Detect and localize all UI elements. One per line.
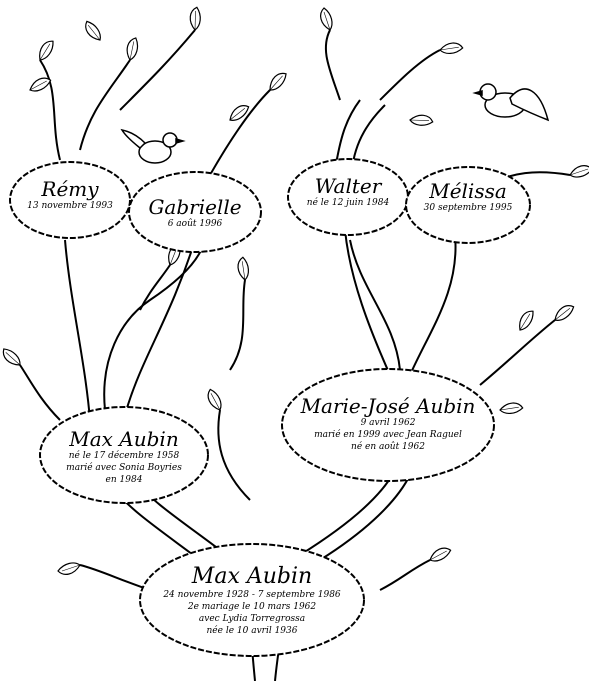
- bird-icon: [120, 128, 186, 164]
- person-detail: 9 avril 1962: [360, 418, 416, 428]
- person-detail: née le 10 avril 1936: [206, 626, 298, 636]
- person-name: Marie-José Aubin: [300, 394, 476, 418]
- person-detail: né le 17 décembre 1958: [68, 451, 180, 461]
- person-detail: 2e mariage le 10 mars 1962: [187, 602, 317, 612]
- person-detail: avec Lydia Torregrossa: [198, 614, 306, 624]
- person-detail: 24 novembre 1928 - 7 septembre 1986: [163, 590, 341, 600]
- person-melissa: Mélissa 30 septembre 1995: [410, 180, 526, 214]
- bird-icon: [472, 83, 550, 122]
- person-detail: né le 12 juin 1984: [306, 198, 390, 208]
- person-gabrielle: Gabrielle 6 août 1996: [135, 196, 255, 230]
- tree-branches: [19, 29, 571, 681]
- person-detail: marié avec Sonia Boyries: [66, 463, 182, 473]
- foliage-plates: [9, 158, 531, 657]
- person-walter: Walter né le 12 juin 1984: [292, 175, 404, 209]
- person-detail: en 1984: [105, 475, 143, 485]
- person-name: Rémy: [41, 177, 99, 201]
- person-max-aubin-son: Max Aubin né le 17 décembre 1958 marié a…: [52, 428, 196, 486]
- person-detail: 13 novembre 1993: [27, 201, 113, 211]
- person-name: Gabrielle: [148, 195, 242, 219]
- person-name: Mélissa: [429, 179, 507, 203]
- person-marie-jose-aubin: Marie-José Aubin 9 avril 1962 marié en 1…: [290, 395, 486, 453]
- person-detail: 6 août 1996: [167, 219, 223, 229]
- person-max-aubin-root: Max Aubin 24 novembre 1928 - 7 septembre…: [150, 565, 354, 637]
- person-detail: né en août 1962: [351, 442, 425, 452]
- person-name: Walter: [314, 174, 382, 198]
- person-remy: Rémy 13 novembre 1993: [15, 178, 125, 212]
- person-detail: marié en 1999 avec Jean Raguel: [314, 430, 462, 440]
- person-detail: 30 septembre 1995: [423, 203, 513, 213]
- person-name: Max Aubin: [191, 564, 313, 589]
- person-name: Max Aubin: [69, 427, 179, 451]
